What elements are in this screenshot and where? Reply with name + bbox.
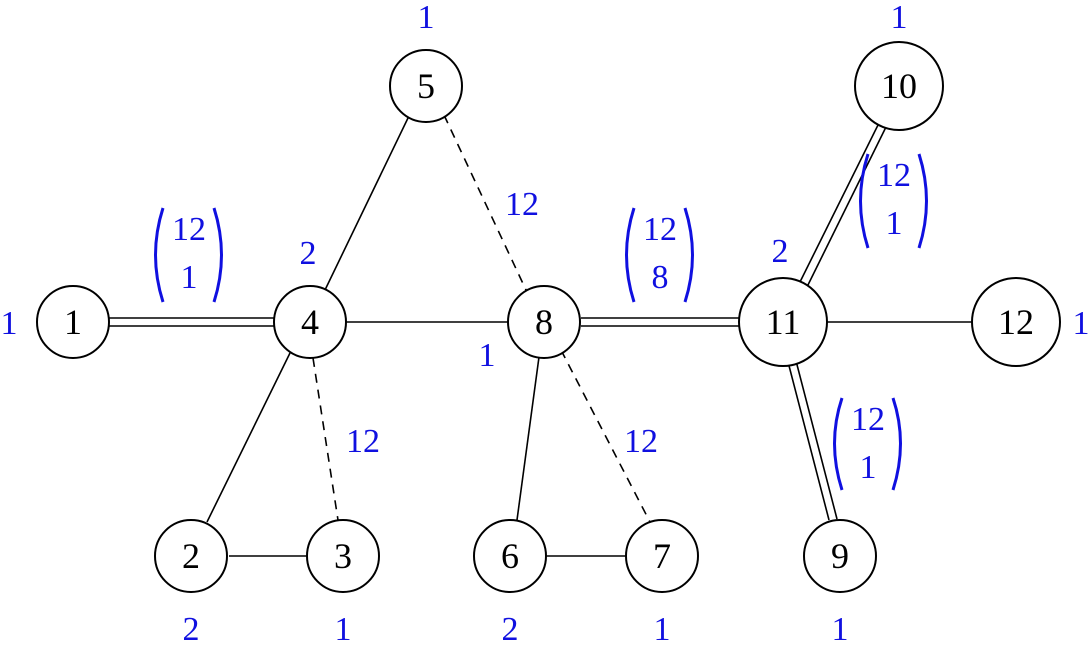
- node-3-weight: 1: [335, 611, 352, 642]
- node-9-label: 9: [831, 536, 849, 576]
- edge-4-5: [324, 117, 409, 291]
- edge-labels: 12 12 12 12 1 12 8 12 1 12 1: [154, 153, 928, 491]
- edge-11-9-binomial-bottom: 1: [860, 449, 877, 486]
- edge-8-11-binomial-bottom: 8: [652, 259, 669, 296]
- node-5-label: 5: [417, 66, 435, 106]
- node-3: 3: [306, 519, 380, 593]
- edge-11-10: [796, 122, 887, 292]
- edge-11-10-binomial-bottom: 1: [886, 205, 903, 242]
- node-10-label: 10: [881, 66, 917, 106]
- edge-8-11-binomial: 12 8: [625, 207, 694, 303]
- node-11-weight: 2: [772, 233, 789, 270]
- edge-11-9: [786, 356, 838, 521]
- node-9-weight: 1: [832, 611, 849, 642]
- node-11-label: 11: [766, 302, 801, 342]
- edge-8-11-binomial-top: 12: [643, 211, 677, 248]
- edge-4-2: [206, 352, 291, 523]
- node-4-weight: 2: [300, 235, 317, 272]
- edge-11-9-binomial-top: 12: [851, 401, 885, 438]
- edge-11-10-binomial: 12 1: [859, 153, 928, 249]
- node-7: 7: [625, 519, 699, 593]
- node-5-weight: 1: [418, 0, 435, 36]
- node-12-label: 12: [998, 302, 1034, 342]
- nodes: 1 2 3 4 5 6 7 8: [36, 41, 1061, 593]
- node-7-weight: 1: [654, 611, 671, 642]
- node-1-label: 1: [64, 302, 82, 342]
- node-4: 4: [273, 285, 347, 359]
- node-2-label: 2: [182, 536, 200, 576]
- node-8-weight: 1: [479, 337, 496, 374]
- node-10: 10: [854, 41, 944, 131]
- node-5: 5: [389, 49, 463, 123]
- edge-8-7: [560, 349, 651, 523]
- node-2-weight: 2: [183, 611, 200, 642]
- node-6-weight: 2: [502, 611, 519, 642]
- edge-1-4: [109, 317, 274, 327]
- node-12-weight: 1: [1073, 305, 1090, 342]
- node-6: 6: [473, 519, 547, 593]
- edge-1-4-binomial: 12 1: [154, 207, 223, 303]
- edge-11-10-binomial-top: 12: [877, 157, 911, 194]
- edge-4-3-label: 12: [346, 423, 380, 460]
- node-2: 2: [154, 519, 228, 593]
- edge-1-4-binomial-bottom: 1: [181, 259, 198, 296]
- node-6-label: 6: [501, 536, 519, 576]
- edge-5-8: [443, 114, 527, 291]
- edge-8-11: [581, 317, 739, 327]
- edge-1-4-binomial-top: 12: [172, 211, 206, 248]
- node-3-label: 3: [334, 536, 352, 576]
- node-4-label: 4: [301, 302, 319, 342]
- edge-4-3: [312, 357, 339, 521]
- edges: [109, 114, 972, 557]
- edge-8-6: [516, 356, 540, 521]
- node-9: 9: [803, 519, 877, 593]
- node-8-label: 8: [535, 302, 553, 342]
- node-10-weight: 1: [891, 0, 908, 36]
- node-1-weight: 1: [1, 305, 18, 342]
- node-8: 8: [507, 285, 581, 359]
- edge-11-9-binomial: 12 1: [833, 397, 902, 491]
- node-1: 1: [36, 285, 110, 359]
- node-7-label: 7: [653, 536, 671, 576]
- edge-8-7-label: 12: [624, 423, 658, 460]
- node-12: 12: [971, 277, 1061, 367]
- node-11: 11: [738, 277, 828, 367]
- edge-5-8-label: 12: [505, 186, 539, 223]
